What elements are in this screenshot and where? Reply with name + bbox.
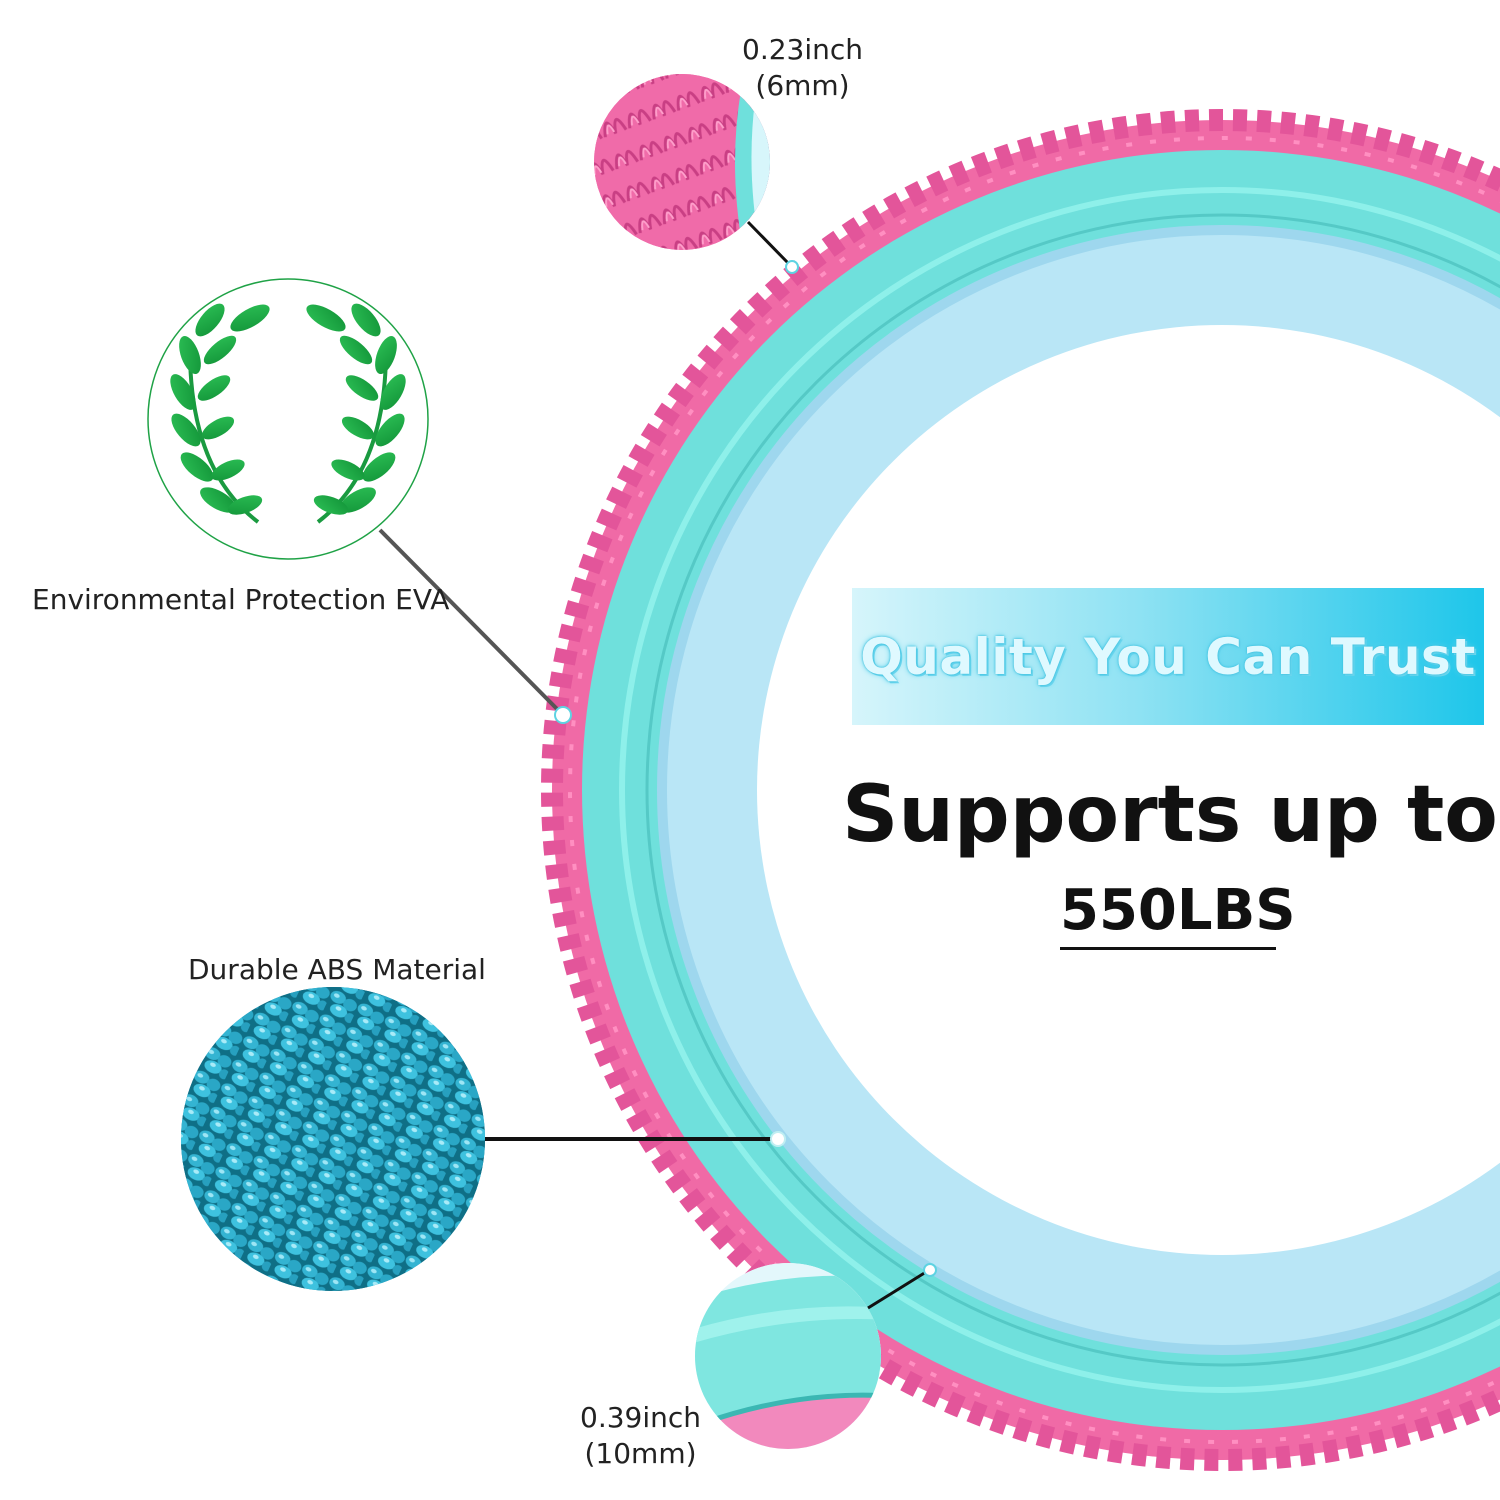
capacity-value: 550LBS bbox=[1060, 878, 1296, 943]
top-thickness-label: 0.23inch (6mm) bbox=[742, 32, 863, 105]
headline: Supports up to bbox=[842, 770, 1498, 860]
eva-callout bbox=[147, 278, 572, 724]
quality-banner: Quality You Can Trust bbox=[852, 588, 1484, 725]
banner-text: Quality You Can Trust bbox=[860, 627, 1476, 686]
yoga-wheel bbox=[541, 109, 1500, 1471]
top-thickness-mm: (6mm) bbox=[755, 69, 850, 103]
bottom-thickness-inch: 0.39inch bbox=[580, 1401, 702, 1434]
laurel-wreath-icon bbox=[170, 303, 406, 524]
bottom-thickness-mm: (10mm) bbox=[584, 1437, 697, 1471]
bottom-thickness-label: 0.39inch (10mm) bbox=[580, 1400, 701, 1473]
abs-callout bbox=[181, 987, 786, 1291]
capacity-underline bbox=[1060, 947, 1276, 950]
abs-label: Durable ABS Material bbox=[188, 953, 486, 986]
top-thickness-inch: 0.23inch bbox=[742, 33, 864, 66]
eva-label: Environmental Protection EVA bbox=[32, 583, 450, 616]
